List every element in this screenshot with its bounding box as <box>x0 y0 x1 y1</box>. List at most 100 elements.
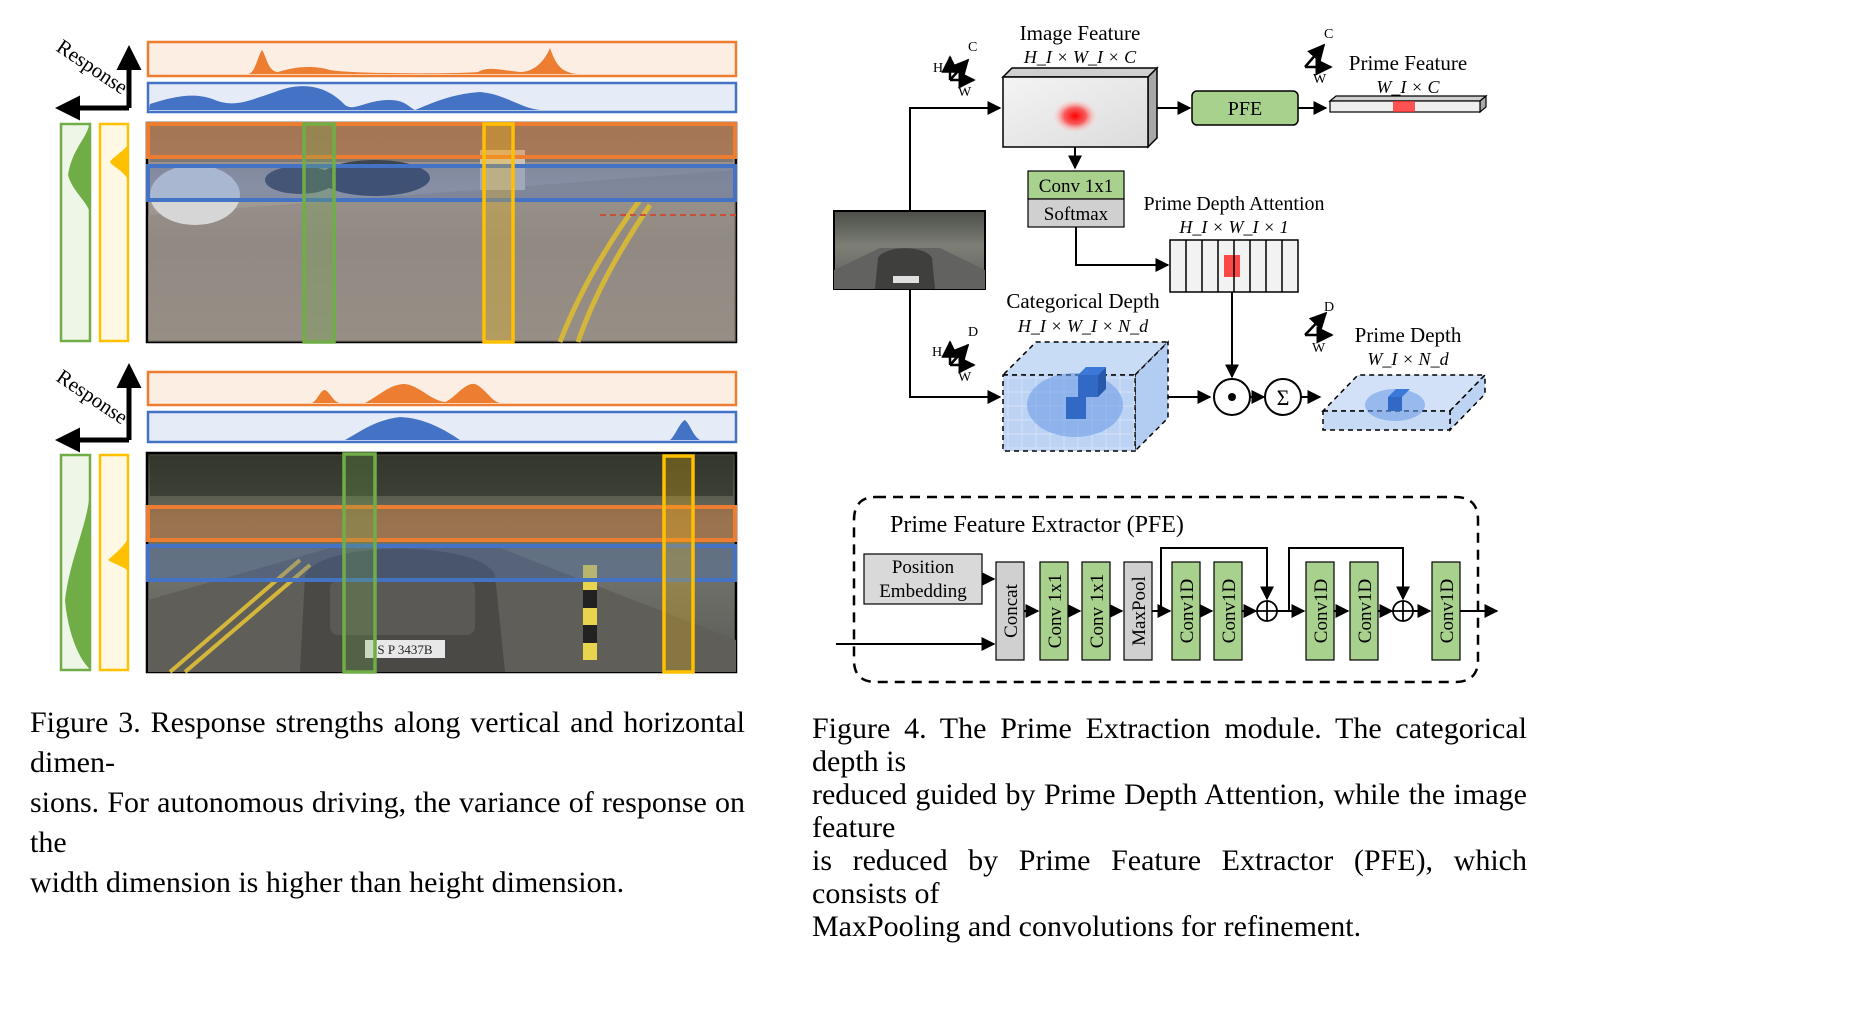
green-response-curve <box>68 126 89 210</box>
categorical-depth-volume <box>1001 340 1170 453</box>
conv1x1-block <box>1027 170 1125 200</box>
sum-symbol: Σ <box>1277 385 1290 410</box>
response-label: Response <box>52 364 132 429</box>
categorical-depth-dims: H_I × W_I × N_d <box>1017 316 1149 336</box>
pfe-block-conv1x1-a: Conv 1x1 <box>1039 561 1069 661</box>
axis-w-label: W <box>1312 341 1326 356</box>
maxpool-label: MaxPool <box>1129 576 1150 646</box>
caption-line: sions. For autonomous driving, the varia… <box>30 786 745 859</box>
axis-d-label: D <box>968 325 978 340</box>
prime-feature-title: Prime Feature <box>1349 51 1467 75</box>
blue-row-overlay <box>146 164 737 202</box>
position-embedding-label-line2: Embedding <box>879 581 967 602</box>
image-feature-title: Image Feature <box>1020 21 1141 45</box>
pfe-block-concat: Concat <box>995 561 1025 661</box>
prime-feature-axes-icon <box>1304 43 1333 76</box>
fig3-top-panel: Response <box>52 34 738 344</box>
arrow-softmax-to-attention <box>1075 227 1170 272</box>
orange-row-overlay <box>146 122 737 159</box>
skip-connection-1 <box>1160 547 1274 611</box>
prime-depth-axes-icon <box>1304 311 1334 344</box>
conv1x1-label: Conv 1x1 <box>1087 574 1108 648</box>
conv1d-label: Conv1D <box>1219 579 1240 643</box>
caption-line: width dimension is higher than height di… <box>30 866 625 899</box>
caption-line: Figure 3. Response strengths along verti… <box>30 706 745 779</box>
prime-depth-volume <box>1321 373 1487 432</box>
position-embedding-label-line1: Position <box>892 557 955 578</box>
arrow-image-to-depth <box>909 289 1002 404</box>
concat-label: Concat <box>1001 583 1022 638</box>
scene-image-2: S P 3437B <box>145 451 738 674</box>
axis-w-label: W <box>958 85 972 100</box>
caption-line: is reduced by Prime Feature Extractor (P… <box>812 844 1527 910</box>
axis-d-label: D <box>1324 300 1334 315</box>
prime-feature-block <box>1328 94 1488 114</box>
orange-response-strip <box>146 40 738 78</box>
yellow-column-overlay <box>482 122 515 344</box>
green-response-curve <box>65 500 89 668</box>
response-label: Response <box>52 34 132 99</box>
prime-depth-dims: W_I × N_d <box>1367 349 1449 369</box>
conv1d-label: Conv1D <box>1355 579 1376 643</box>
axis-h-label: H <box>932 345 942 360</box>
conv1x1-label: Conv 1x1 <box>1045 574 1066 648</box>
pfe-label: PFE <box>1228 98 1262 120</box>
input-image-thumbnail <box>833 210 986 290</box>
orange-response-curve <box>149 48 735 74</box>
blue-response-curve <box>149 417 735 440</box>
license-plate: S P 3437B <box>377 642 432 657</box>
prime-feature-dims: W_I × C <box>1376 77 1440 97</box>
blue-response-curve <box>149 86 735 110</box>
yellow-column-overlay <box>662 454 695 674</box>
caption-line: reduced guided by Prime Depth Attention,… <box>812 778 1527 844</box>
arrow-image-to-feature <box>909 101 1002 211</box>
figure-3: Response <box>52 34 738 674</box>
caption-line: MaxPooling and convolutions for refineme… <box>812 910 1362 943</box>
yellow-response-curve <box>108 540 127 570</box>
prime-depth-attention-title: Prime Depth Attention <box>1143 193 1324 215</box>
blue-response-strip <box>146 81 738 114</box>
pfe-block-conv1d-1: Conv1D <box>1171 561 1201 661</box>
categorical-depth-title: Categorical Depth <box>1006 289 1160 313</box>
image-feature-block <box>1001 66 1159 149</box>
prime-depth-attention-dims: H_I × W_I × 1 <box>1178 217 1288 237</box>
pfe-block-conv1x1-b: Conv 1x1 <box>1081 561 1111 661</box>
orange-response-strip <box>146 370 738 407</box>
green-column-overlay <box>342 452 377 674</box>
caption-line: Figure 4. The Prime Extraction module. T… <box>812 712 1527 778</box>
depth-axes-icon <box>941 340 976 374</box>
figure-4-caption: Figure 4. The Prime Extraction module. T… <box>812 712 1527 943</box>
pfe-block-conv1d-3: Conv1D <box>1305 561 1335 661</box>
axis-w-label: W <box>1313 72 1327 87</box>
axis-h-label: H <box>933 61 943 76</box>
pfe-dashed-border <box>852 495 1480 684</box>
conv1d-label: Conv1D <box>1311 579 1332 643</box>
pfe-block-conv1d-4: Conv1D <box>1349 561 1379 661</box>
prime-depth-title: Prime Depth <box>1355 323 1462 347</box>
axis-c-label: C <box>1324 27 1333 42</box>
blue-row-overlay <box>146 544 737 582</box>
figure-3-caption: Figure 3. Response strengths along verti… <box>30 703 745 903</box>
pfe-block-conv1d-5: Conv1D <box>1431 561 1461 661</box>
conv1x1-label: Conv 1x1 <box>1039 176 1113 197</box>
yellow-response-curve <box>110 146 127 178</box>
conv1d-label: Conv1D <box>1437 579 1458 643</box>
figure-4: H C W Image Feature H_I × W_I × C PFE C … <box>833 21 1499 684</box>
conv1d-label: Conv1D <box>1177 579 1198 643</box>
green-column-overlay <box>302 122 336 344</box>
pfe-block-maxpool: MaxPool <box>1123 561 1153 661</box>
axis-w-label: W <box>958 370 972 385</box>
image-feature-dims: H_I × W_I × C <box>1023 47 1137 67</box>
skip-connection-2 <box>1288 547 1410 611</box>
pfe-detail: Prime Feature Extractor (PFE) Position E… <box>836 495 1499 684</box>
attention-map <box>1169 239 1299 293</box>
softmax-label: Softmax <box>1044 204 1109 225</box>
orange-row-overlay <box>146 505 737 542</box>
fig3-bottom-panel: Response S P 3437B <box>52 363 738 674</box>
feature-axes-icon <box>941 55 976 89</box>
softmax-block <box>1027 198 1125 228</box>
pfe-block-conv1d-2: Conv1D <box>1213 561 1243 661</box>
pfe-title: Prime Feature Extractor (PFE) <box>890 512 1184 538</box>
axis-c-label: C <box>968 40 977 55</box>
